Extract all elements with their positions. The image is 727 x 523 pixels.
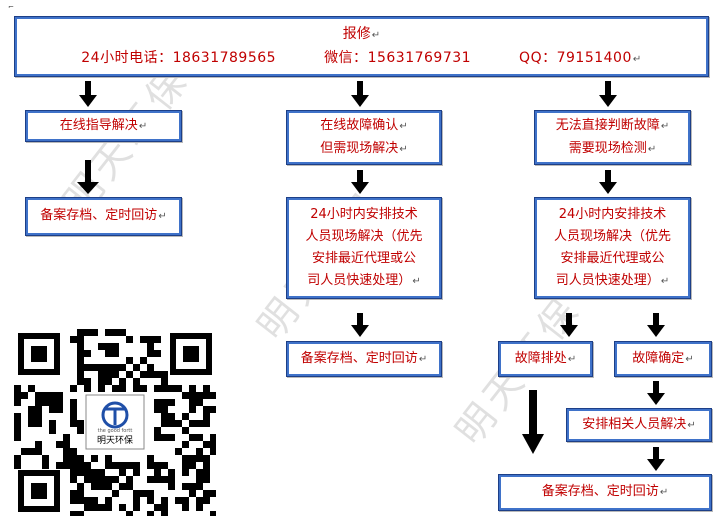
fault-confirm-line1: 在线故障确认 [320,117,399,133]
cannot-judge-line2: 需要现场检测 [568,140,647,156]
online-guide-box: 在线指导解决↵ [25,110,182,142]
dispatch-col3-line3: 安排最近代理或公 [560,250,665,266]
archive-label-3: 备案存档、定时回访 [541,484,659,499]
cannot-judge-box: 无法直接判断故障↵ 需要现场检测↵ [534,110,691,165]
wechat-number: 15631769731 [367,49,472,66]
archive-label-2: 备案存档、定时回访 [300,350,418,366]
fault-cleared-label: 故障排处 [514,350,567,366]
qr-code: the good fortt 明天环保 [14,329,216,516]
fault-confirm-box: 在线故障确认↵ 但需现场解决↵ [286,110,442,165]
archive-box-2: 备案存档、定时回访↵ [286,341,442,377]
contact-line: 24小时电话：18631789565 微信：15631769731 QQ：79151… [81,49,642,66]
fault-confirm-line2: 但需现场解决 [320,140,399,156]
dispatch-col2-line3: 安排最近代理或公 [311,250,416,266]
company-logo: the good fortt 明天环保 [97,401,133,446]
repair-header-box: 报修↵ 24小时电话：18631789565 微信：15631769731 QQ：7… [14,16,709,77]
dispatch-col3-line1: 24小时内安排技术 [558,206,667,222]
return-mark: ↵ [371,29,381,41]
fault-cleared-box: 故障排处↵ [498,341,593,377]
dispatch-box-col2: 24小时内安排技术 人员现场解决（优先 安排最近代理或公 司人员快速处理）↵ [286,197,442,299]
assign-staff-box: 安排相关人员解决↵ [566,408,712,442]
dispatch-col2-line1: 24小时内安排技术 [310,206,418,222]
archive-box-1: 备案存档、定时回访↵ [25,197,182,236]
archive-box-3: 备案存档、定时回访↵ [498,474,712,511]
phone-number: 18631789565 [172,49,277,66]
assign-staff-label: 安排相关人员解决 [582,416,687,432]
cannot-judge-line1: 无法直接判断故障 [555,117,660,133]
dispatch-box-col3: 24小时内安排技术 人员现场解决（优先 安排最近代理或公 司人员快速处理）↵ [534,197,691,299]
qq-number: 79151400 [556,49,632,66]
wechat-label: 微信： [324,49,368,66]
logo-name: 明天环保 [97,434,133,446]
dispatch-col2-line2: 人员现场解决（优先 [305,228,423,244]
archive-label-1: 备案存档、定时回访 [40,208,158,223]
fault-confirmed-label: 故障确定 [632,350,685,366]
header-title: 报修 [342,25,371,42]
logo-tagline: the good fortt [98,428,133,434]
qr-finder-top-left [18,333,60,375]
phone-label: 24小时电话： [81,49,173,66]
online-guide-label: 在线指导解决 [59,117,138,133]
dispatch-col3-line4: 司人员快速处理） [555,272,660,288]
fault-confirmed-box: 故障确定↵ [614,341,712,377]
corner-marker: ⌐ [8,3,14,11]
qq-label: QQ： [519,49,557,66]
dispatch-col3-line2: 人员现场解决（优先 [553,228,671,244]
dispatch-col2-line4: 司人员快速处理） [307,272,412,288]
